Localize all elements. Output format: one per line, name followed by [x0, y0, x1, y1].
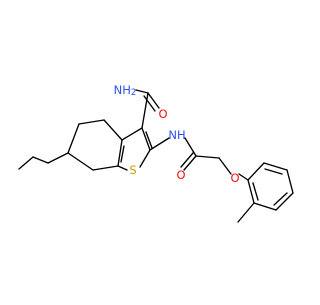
bond-ar4-ar5-inner: [273, 192, 288, 206]
bond-c-o-double-a: [147, 92, 160, 109]
bond-c2-nh: [149, 137, 170, 151]
bond-c3-c2-inner: [145, 131, 153, 149]
bond-ar2-ar3-inner: [264, 168, 283, 175]
amide-nh-label: NH: [168, 128, 185, 142]
structure-diagram: NH2 O NH S O O: [18, 83, 294, 223]
bond-carbonyl-ch2: [195, 155, 220, 159]
bond-c7a-c3a: [117, 139, 123, 167]
bond-carbonyl-o-double-b: [180, 152, 194, 168]
bond-propyl-2: [32, 156, 49, 164]
bond-ar4-ar5: [275, 192, 294, 211]
bond-c2-s: [139, 149, 151, 168]
ether-o-label: O: [230, 171, 239, 185]
atom-labels: NH2 O NH S O O: [114, 83, 240, 185]
bond-c-nh2: [135, 89, 149, 94]
bonds: [18, 89, 294, 223]
bond-nh-carbonyl: [184, 137, 197, 157]
bond-c4-c5: [78, 119, 105, 125]
bond-c7a-c3a-inner: [120, 145, 125, 163]
bond-ar3-ar4: [286, 169, 294, 194]
bond-ar2-ar3: [263, 162, 288, 171]
bond-s-c7a: [117, 165, 128, 171]
thiophene-s-label: S: [129, 163, 136, 177]
bond-c-o-double-b: [143, 95, 156, 112]
bond-propyl-3: [18, 156, 34, 170]
bond-c7-c7a: [92, 165, 119, 171]
bond-ring-c-amide: [141, 92, 149, 129]
bond-c6-c7: [67, 152, 94, 171]
bond-ar6-ar1: [247, 179, 255, 204]
bond-c3a-c3: [121, 127, 143, 141]
amide-nh2-label: NH2: [114, 83, 137, 98]
bond-o-aryl: [238, 173, 249, 181]
bond-ar5-ar6: [253, 202, 277, 211]
bond-ar6-ar1-inner: [252, 182, 259, 201]
carbonyl-o-label-2: O: [176, 168, 185, 182]
bond-carbonyl-o-double-a: [183, 155, 197, 171]
molecule-canvas: NH2 O NH S O O: [18, 83, 294, 223]
bond-ar-methyl: [237, 202, 255, 223]
bond-propyl-1: [47, 152, 69, 164]
bond-ch2-o: [218, 157, 232, 175]
bond-ar1-ar2: [247, 162, 265, 181]
carbonyl-o-label-1: O: [158, 107, 167, 121]
bond-c5-c6: [67, 123, 80, 154]
bond-c3a-c4: [103, 119, 123, 141]
bond-c3-c2: [141, 127, 151, 151]
